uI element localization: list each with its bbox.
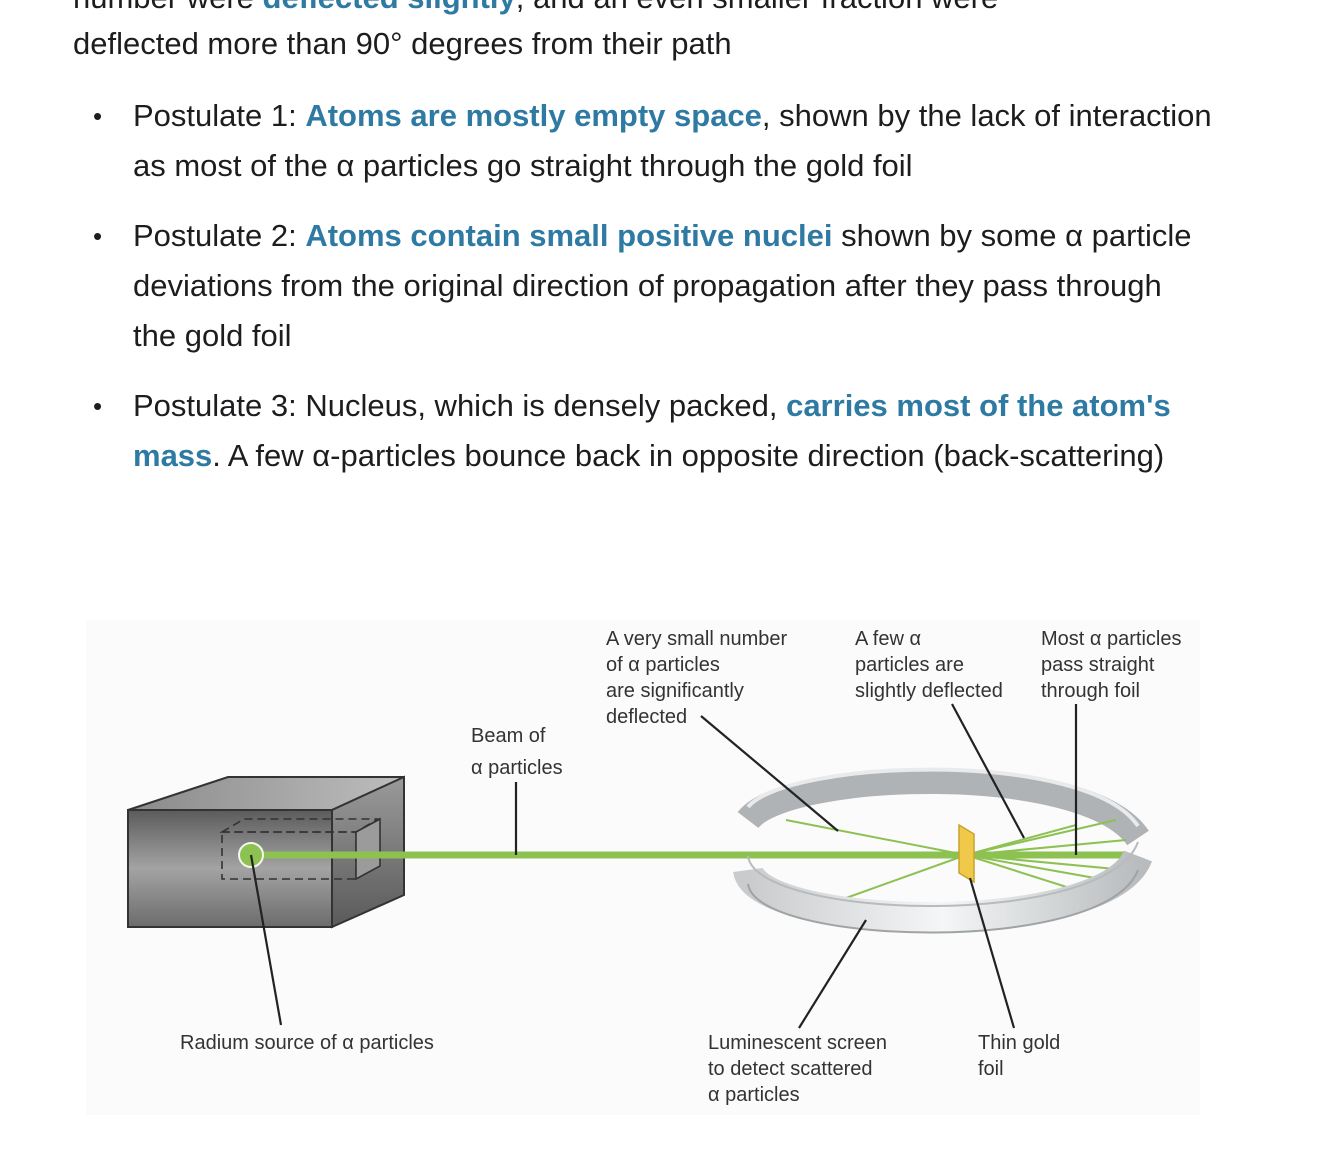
postulate-label: Postulate 3: Nucleus, which is densely p…: [133, 388, 787, 423]
postulate-text: . A few α-particles bounce back in oppos…: [212, 438, 1165, 473]
screen-label-line-2: to detect scattered: [708, 1058, 873, 1080]
foil-label-line-2: foil: [978, 1058, 1004, 1080]
postulate-highlight: Atoms contain small positive nuclei: [305, 218, 833, 253]
diagram-labels: Beam of α particles A very small number …: [180, 628, 1182, 1106]
top-partial-line: number were deflected slightly, and an e…: [73, 0, 998, 18]
significant-label-line-2: of α particles: [606, 654, 720, 676]
straight-label-line-2: pass straight: [1041, 654, 1155, 676]
screen-label-line-3: α particles: [708, 1084, 800, 1106]
intro-text: deflected more than 90° degrees from the…: [73, 26, 732, 61]
top-line-text: number were: [73, 0, 263, 15]
postulate-text: , shown by the lack of interaction as mo…: [133, 98, 1212, 183]
postulate-highlight: carries most of the atom's mass: [133, 388, 1171, 473]
rutherford-diagram: Beam of α particles A very small number …: [86, 620, 1200, 1115]
postulate-2: • Postulate 2: Atoms contain small posit…: [93, 211, 1213, 361]
beam-label-line-1: Beam of: [471, 725, 546, 747]
screen-label-line-1: Luminescent screen: [708, 1032, 887, 1054]
source-label: Radium source of α particles: [180, 1032, 434, 1054]
straight-label-line-1: Most α particles: [1041, 628, 1182, 650]
leader-lines: [249, 703, 1078, 1029]
bullet-icon: •: [93, 101, 103, 131]
bullet-icon: •: [93, 221, 103, 251]
straight-label-line-3: through foil: [1041, 680, 1140, 702]
significant-label-line-1: A very small number: [606, 628, 788, 650]
luminescent-screen-front: [733, 841, 1152, 934]
luminescent-screen-back: [737, 767, 1149, 847]
beam-label-line-2: α particles: [471, 757, 563, 779]
significant-label-line-3: are significantly: [606, 680, 744, 702]
postulate-list: • Postulate 1: Atoms are mostly empty sp…: [93, 91, 1213, 501]
slight-label-line-3: slightly deflected: [855, 680, 1003, 702]
slight-label-line-1: A few α: [855, 628, 921, 650]
top-line-rest: , and an even smaller fraction were: [516, 0, 998, 15]
slight-label-line-2: particles are: [855, 654, 964, 676]
postulate-text: shown by some α particle deviations from…: [133, 218, 1192, 353]
top-line-highlight: deflected slightly: [263, 0, 516, 15]
postulate-3: • Postulate 3: Nucleus, which is densely…: [93, 381, 1213, 481]
postulate-label: Postulate 1:: [133, 98, 306, 133]
postulate-highlight: Atoms are mostly empty space: [305, 98, 762, 133]
radium-source-box: [127, 775, 405, 929]
bullet-icon: •: [93, 391, 103, 421]
postulate-label: Postulate 2:: [133, 218, 306, 253]
postulate-1: • Postulate 1: Atoms are mostly empty sp…: [93, 91, 1213, 191]
foil-label-line-1: Thin gold: [978, 1032, 1060, 1054]
gold-foil: [958, 823, 975, 884]
diagram-svg: Beam of α particles A very small number …: [127, 628, 1182, 1106]
significant-label-line-4: deflected: [606, 706, 687, 728]
